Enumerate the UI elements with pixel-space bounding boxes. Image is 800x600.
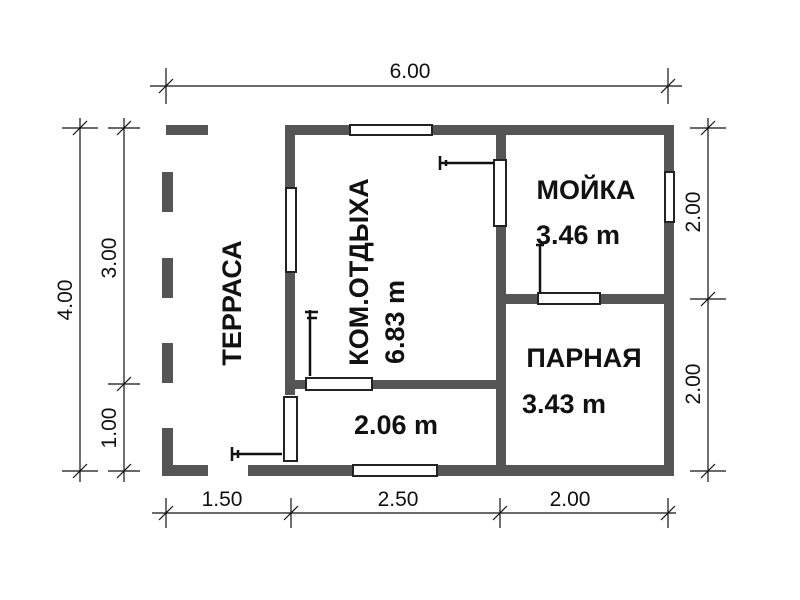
dim-left-upper: 3.00	[98, 238, 121, 279]
dim-bottom-terrace: 1.50	[202, 488, 243, 511]
window-bottom	[352, 464, 438, 477]
door-handle-marker	[305, 310, 318, 376]
dimension-lines	[62, 68, 726, 528]
terrace-post	[162, 343, 173, 383]
dim-right-lower: 2.00	[682, 364, 705, 405]
room-label-rest-room: КОМ.ОТДЫХА	[344, 178, 374, 365]
room-label-washroom: МОЙКА	[537, 174, 636, 205]
dim-top-total: 6.00	[390, 60, 431, 83]
room-area-rest-room: 6.83 m	[380, 280, 410, 364]
window-top	[349, 124, 433, 136]
door-vestibule-rest	[305, 377, 373, 391]
window-left	[285, 187, 297, 273]
door-markers	[230, 156, 544, 461]
dim-right-upper: 2.00	[682, 192, 705, 233]
dim-bottom-right: 2.00	[550, 488, 591, 511]
door-handle-marker	[230, 447, 282, 461]
dim-left-lower: 1.00	[98, 408, 121, 449]
terrace-top-post	[166, 125, 208, 135]
terrace-post	[162, 172, 173, 212]
room-label-steam-room: ПАРНАЯ	[526, 343, 641, 373]
terrace-post	[162, 258, 173, 298]
window-right	[664, 171, 675, 223]
windows	[283, 124, 675, 477]
door-handle-marker	[438, 156, 494, 170]
room-label-terrace: ТЕРРАСА	[217, 240, 247, 365]
terrace-post	[162, 428, 173, 475]
room-area-washroom: 3.46 m	[536, 220, 620, 250]
dim-bottom-rest-room: 2.50	[378, 488, 419, 511]
room-area-steam-room: 3.43 m	[522, 389, 606, 419]
door-washroom-steam	[537, 292, 601, 305]
dim-left-total: 4.00	[54, 280, 77, 321]
door-handle-marker	[536, 243, 544, 293]
door-entry	[283, 396, 298, 462]
room-area-vestibule: 2.06 m	[354, 410, 438, 440]
door-rest-washroom	[493, 159, 507, 227]
